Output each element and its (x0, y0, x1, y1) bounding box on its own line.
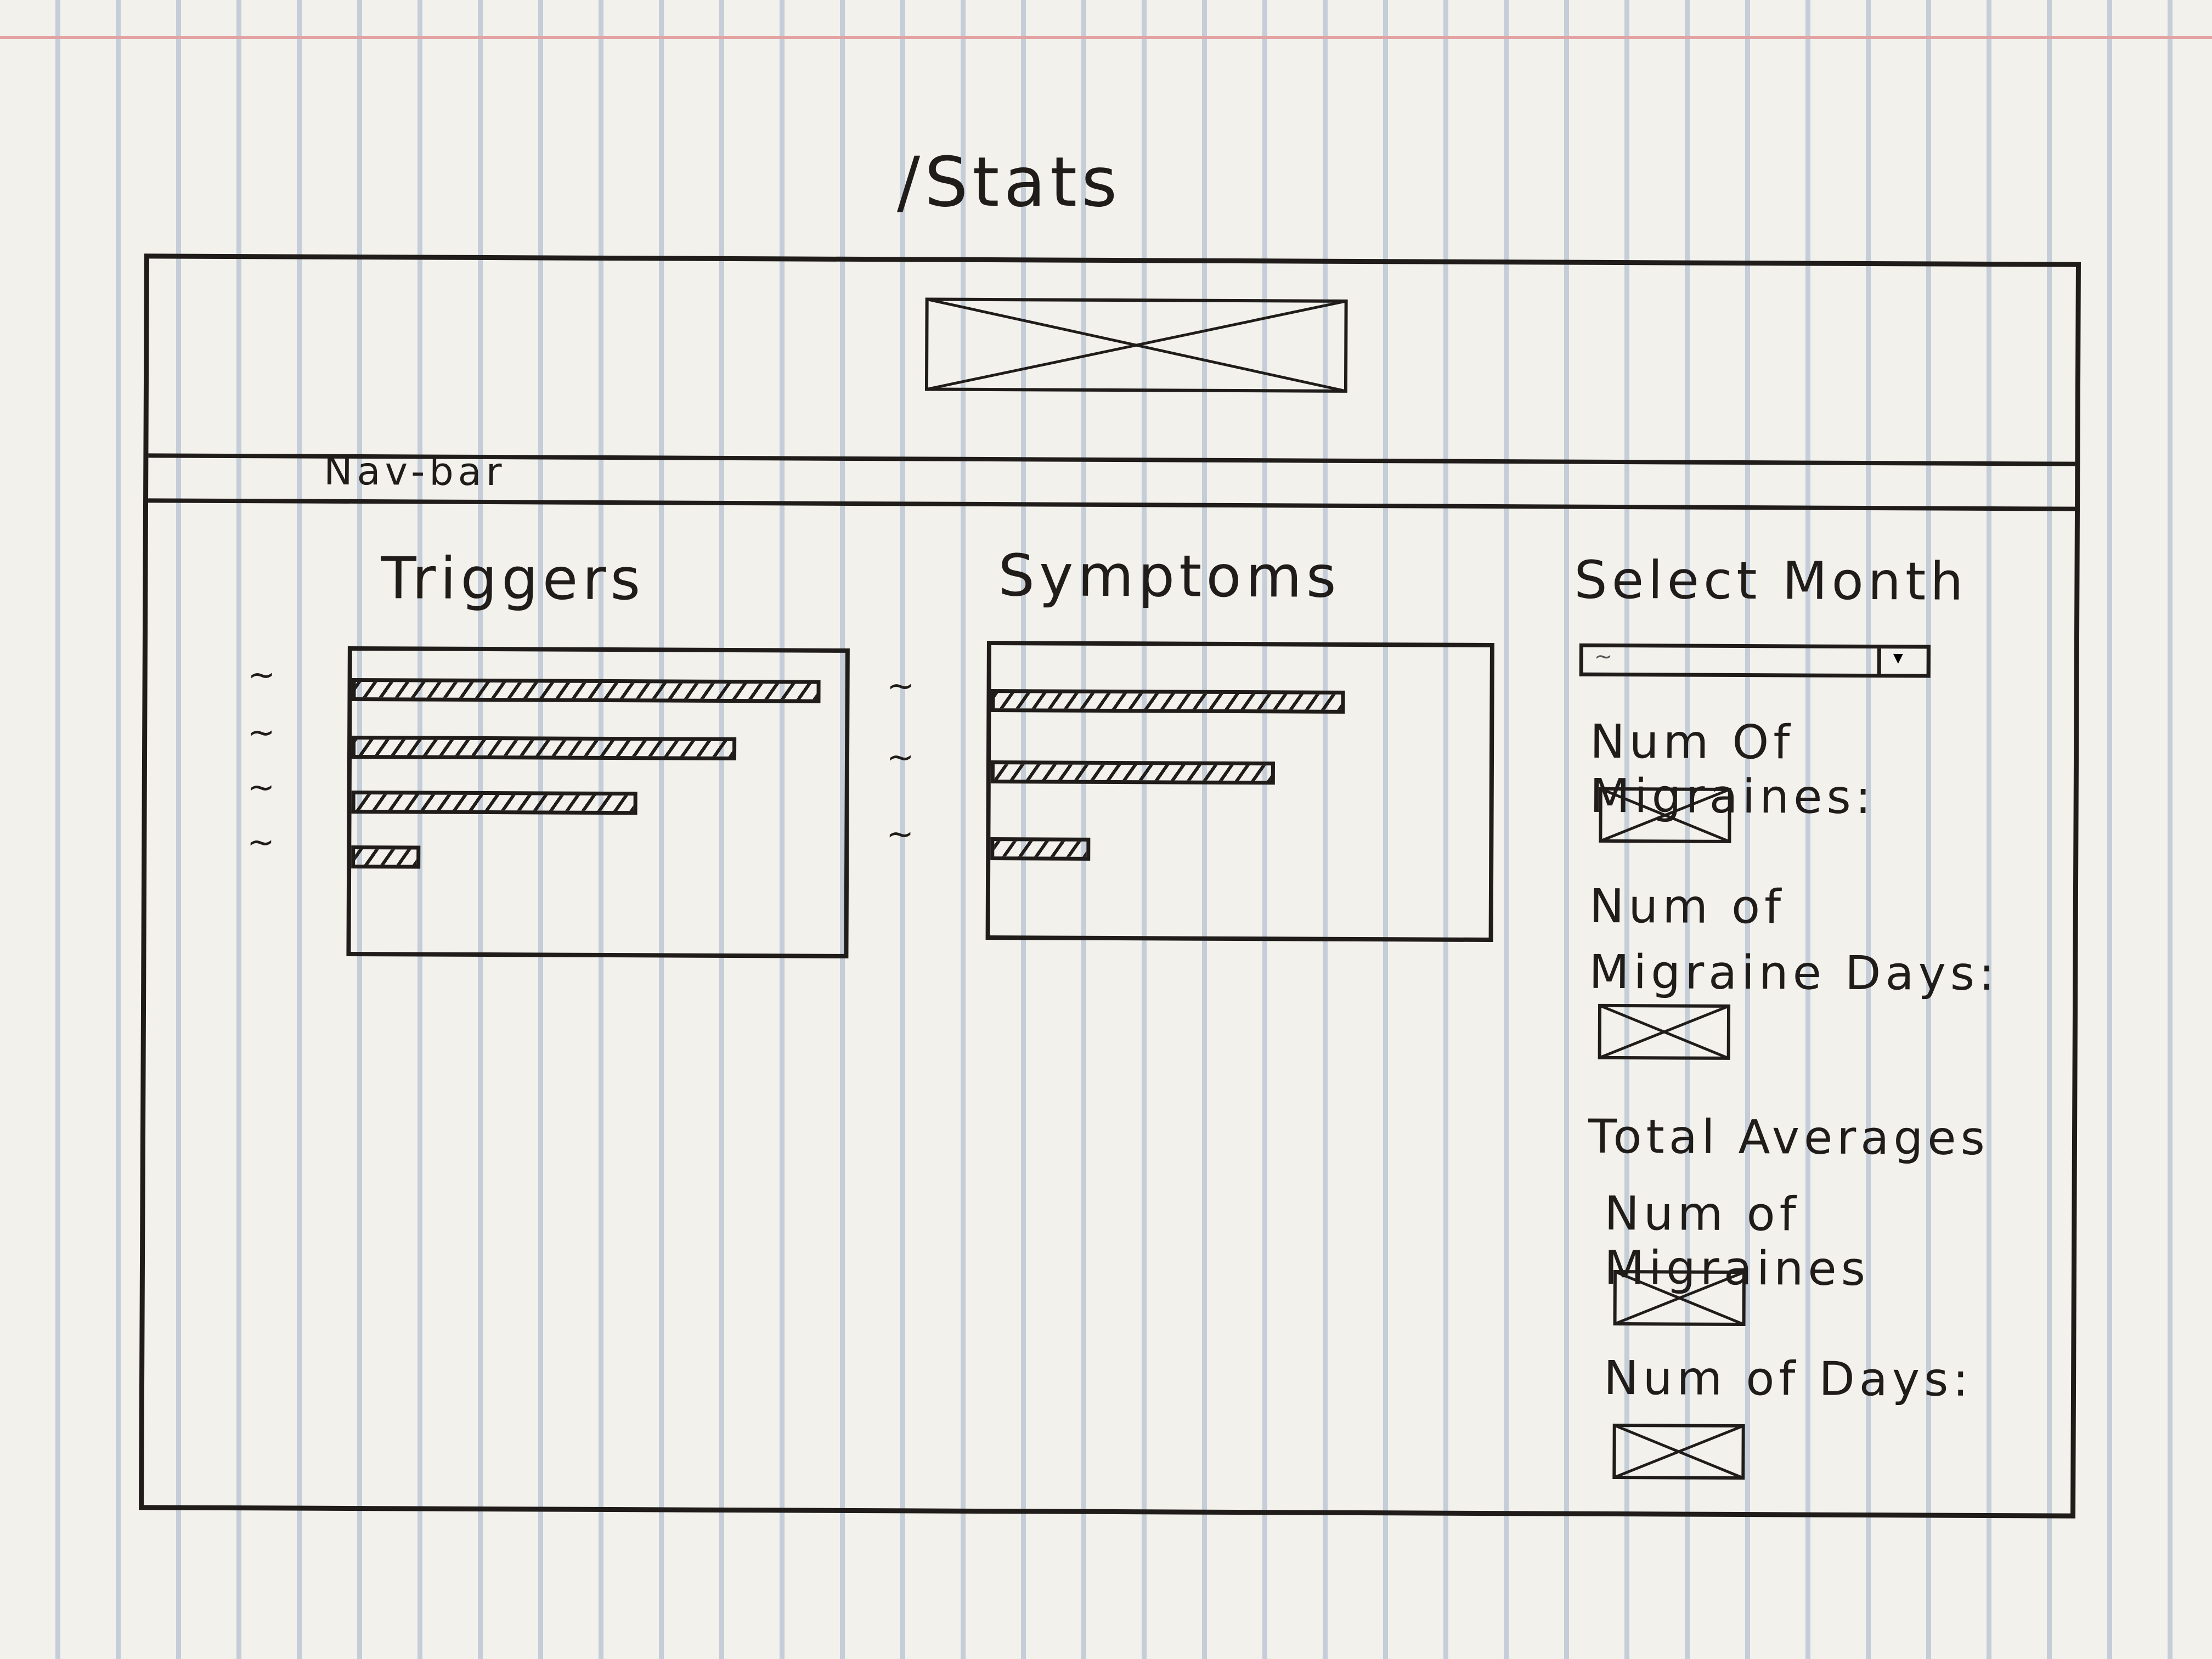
paper-margin-line (0, 36, 2212, 39)
num-migraines-value-placeholder (1599, 787, 1731, 843)
symptoms-bar-label: ~ (886, 815, 918, 854)
triggers-title: Triggers (381, 545, 645, 613)
dropdown-arrow-button[interactable]: ▾ (1877, 646, 1927, 674)
avg-num-days-label: Num of Days: (1603, 1351, 1973, 1407)
triggers-bar (352, 678, 821, 703)
symptoms-bar (990, 760, 1275, 785)
symptoms-bar (990, 837, 1091, 861)
triggers-bar (351, 790, 637, 815)
triggers-bar (351, 735, 737, 761)
triggers-bar-label: ~ (247, 656, 280, 695)
triggers-chart: ~ ~ ~ ~ (247, 646, 850, 958)
num-migraine-days-label: Num of Migraine Days: (1589, 879, 2000, 1002)
triggers-bar-label: ~ (247, 768, 280, 807)
avg-num-days-value-placeholder (1612, 1424, 1745, 1480)
symptoms-bar-label: ~ (887, 667, 919, 706)
triggers-bar (351, 845, 421, 869)
nav-bar-label: Nav-bar (324, 448, 506, 495)
page-route-title: /Stats (897, 143, 1122, 222)
month-select[interactable]: ~ ▾ (1579, 643, 1931, 678)
avg-num-migraines-value-placeholder (1613, 1270, 1746, 1327)
logo-placeholder-image (924, 297, 1348, 393)
chevron-down-icon: ▾ (1893, 646, 1903, 669)
page-frame: Nav-bar Triggers Symptoms Select Month ~… (139, 253, 2081, 1519)
triggers-bar-label: ~ (247, 713, 280, 752)
num-migraine-days-value-placeholder (1598, 1003, 1731, 1060)
symptoms-chart: ~ ~ ~ (886, 641, 1494, 943)
select-month-label: Select Month (1574, 550, 1968, 612)
nav-bar[interactable]: Nav-bar (148, 449, 2075, 511)
symptoms-title: Symptoms (998, 542, 1341, 611)
month-select-value: ~ (1594, 644, 1617, 670)
symptoms-bar (991, 689, 1345, 714)
symptoms-bar-label: ~ (886, 738, 919, 777)
triggers-bar-label: ~ (247, 823, 279, 862)
header (148, 258, 2076, 466)
total-averages-label: Total Averages (1588, 1109, 1990, 1166)
